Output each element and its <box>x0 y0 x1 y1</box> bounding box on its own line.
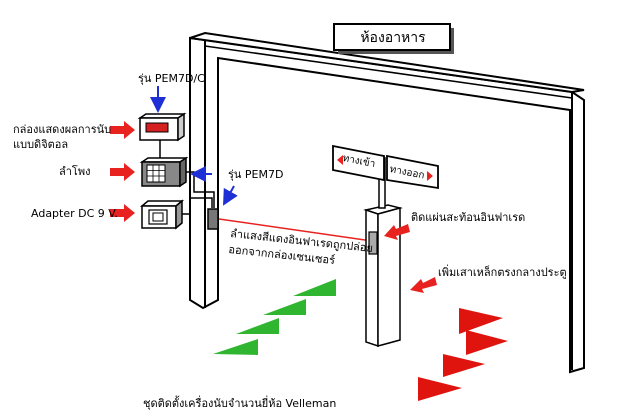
red-arrow-icon <box>384 224 410 240</box>
red-triangle <box>459 308 503 334</box>
green-triangle <box>293 279 336 296</box>
green-direction-triangles <box>213 279 336 355</box>
direction-signs <box>332 144 439 190</box>
dining-room-sign <box>333 23 454 54</box>
red-arrow-icon <box>410 277 437 293</box>
green-triangle <box>213 339 258 355</box>
infrared-beam <box>218 218 373 242</box>
red-arrow-icon <box>110 163 135 181</box>
green-triangle <box>263 299 306 315</box>
red-triangle <box>443 354 485 377</box>
green-triangle <box>236 318 279 334</box>
red-direction-triangles <box>418 308 508 401</box>
digital-display-label: กล่องแสดงผลการนับ แบบดิจิตอล <box>13 123 112 151</box>
red-arrow-icon <box>110 204 135 222</box>
dining-room-sign-label: ห้องอาหาร <box>360 30 426 46</box>
red-triangle <box>418 377 462 401</box>
center-post <box>363 157 403 348</box>
red-arrow-icon <box>110 121 135 139</box>
red-triangle <box>466 330 508 355</box>
ir-reflector-plate <box>368 231 378 255</box>
speaker-label: ลำโพง <box>59 165 91 178</box>
door-frame <box>189 31 585 374</box>
sensor-box <box>207 208 219 230</box>
model-pem7d-label: รุ่น PEM7D <box>228 168 284 181</box>
diagram-caption: ชุดติดตั้งเครื่องนับจำนวนยี่ห้อ Velleman <box>143 397 337 410</box>
blue-arrow-icon <box>223 185 238 206</box>
adapter-label: Adapter DC 9 V. <box>31 207 118 220</box>
adapter-box <box>139 199 185 230</box>
digital-display-box <box>137 112 187 142</box>
ir-reflector-label: ติดแผ่นสะท้อนอินฟาเรด <box>411 211 526 224</box>
model-pem7dc-label: รุ่น PEM7D/C <box>138 72 205 85</box>
speaker-box <box>139 156 189 188</box>
center-post-label: เพิ่มเสาเหล็กตรงกลางประตู <box>438 266 567 279</box>
